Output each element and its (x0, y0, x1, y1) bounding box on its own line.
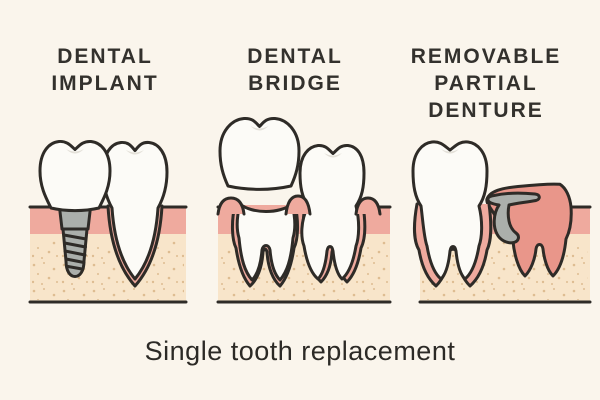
crown-shading (66, 149, 84, 154)
implant-screw-threads (62, 233, 88, 271)
natural-molar-tooth (411, 140, 489, 281)
gum-papilla (216, 196, 246, 216)
anchor-tooth (298, 143, 366, 281)
bone-speckles (32, 241, 184, 300)
gum-papilla (354, 196, 382, 216)
gum-papilla (284, 194, 312, 216)
title-line: DENTAL (57, 45, 153, 68)
dental-implant-illustration (28, 139, 188, 304)
caption: Single tooth replacement (144, 336, 456, 366)
title-line: PARTIAL (434, 72, 538, 95)
implant-crown (38, 139, 112, 213)
denture-metal-clasp (486, 191, 541, 245)
crown-shading (441, 149, 459, 154)
crown-shading (324, 153, 342, 158)
removable-partial-denture-illustration (411, 140, 592, 304)
title-line: BRIDGE (248, 72, 342, 95)
title-line: REMOVABLE (410, 45, 562, 68)
crown-shading (250, 126, 269, 131)
prepared-abutment-tooth (235, 202, 297, 282)
panel-title-dental-bridge: DENTAL BRIDGE (205, 43, 385, 97)
dental-bridge-illustration (216, 116, 392, 304)
panel-title-dental-implant: DENTAL IMPLANT (12, 43, 198, 97)
title-line: DENTAL (247, 45, 343, 68)
title-line: IMPLANT (51, 72, 159, 95)
panel-title-removable-partial-denture: REMOVABLE PARTIAL DENTURE (391, 43, 581, 124)
crown-shading (126, 150, 144, 155)
bridge-crown (218, 116, 301, 191)
title-line: DENTURE (428, 99, 544, 122)
